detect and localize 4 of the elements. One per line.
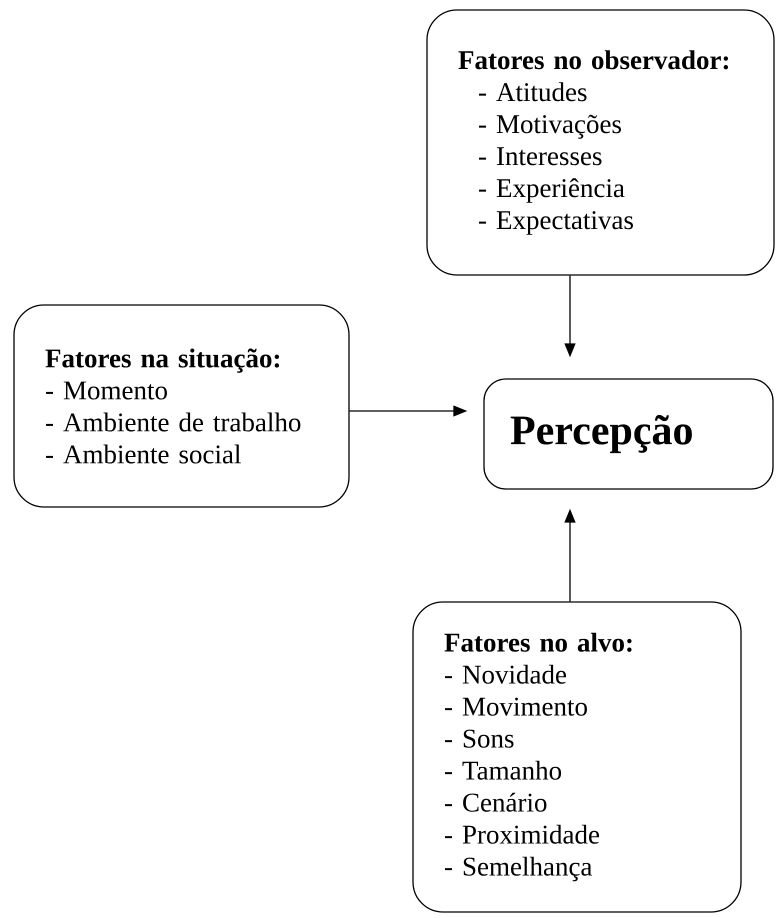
title-box: Percepção (483, 378, 774, 490)
factor-box: Fatores no observador: - Atitudes - Motivações - Interesses - Experiência - Expectativas (426, 9, 775, 276)
factor-box: Fatores no alvo: - Novidade - Movimento - Sons - Tamanho - Cenário - Proximidade - Semelhança (412, 601, 742, 913)
factor-box: Fatores na situação: - Momento - Ambiente de trabalho - Ambiente social (13, 304, 350, 508)
